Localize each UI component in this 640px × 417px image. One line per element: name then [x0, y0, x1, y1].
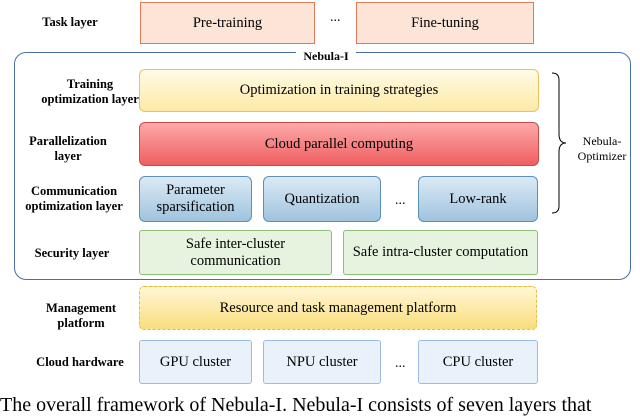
parallelization-layer-label: Parallelization layer [29, 134, 107, 163]
training-optimization-layer-label: Training optimization layer [41, 77, 139, 106]
npu-cluster-box: NPU cluster [263, 340, 381, 384]
safe-inter-cluster-box: Safe inter-cluster communication [139, 230, 332, 275]
quantization-box: Quantization [263, 176, 381, 222]
cloud-hardware-label: Cloud hardware [36, 354, 124, 369]
hardware-ellipsis: ... [395, 356, 406, 371]
nebula-optimizer-label: Nebula-Optimizer [577, 134, 627, 163]
pretraining-box: Pre-training [140, 2, 315, 44]
training-optimization-box: Optimization in training strategies [139, 69, 539, 112]
task-layer-label: Task layer [42, 14, 98, 29]
gpu-cluster-box: GPU cluster [139, 340, 252, 384]
nebula-title: Nebula-I [296, 49, 356, 65]
task-ellipsis: ... [330, 10, 341, 25]
finetuning-box: Fine-tuning [356, 2, 534, 44]
resource-management-box: Resource and task management platform [139, 286, 537, 330]
communication-optimization-layer-label: Communication optimization layer [25, 184, 123, 213]
communication-ellipsis: ... [395, 193, 406, 208]
optimizer-bracket [551, 72, 567, 214]
management-platform-label: Management platform [45, 301, 117, 330]
safe-intra-cluster-box: Safe intra-cluster computation [343, 230, 538, 275]
cloud-parallel-computing-box: Cloud parallel computing [139, 122, 539, 166]
parameter-sparsification-box: Parameter sparsification [139, 176, 252, 222]
lowrank-box: Low-rank [418, 176, 538, 222]
cpu-cluster-box: CPU cluster [418, 340, 538, 384]
figure-caption: The overall framework of Nebula-I. Nebul… [0, 394, 592, 416]
security-layer-label: Security layer [34, 245, 110, 260]
